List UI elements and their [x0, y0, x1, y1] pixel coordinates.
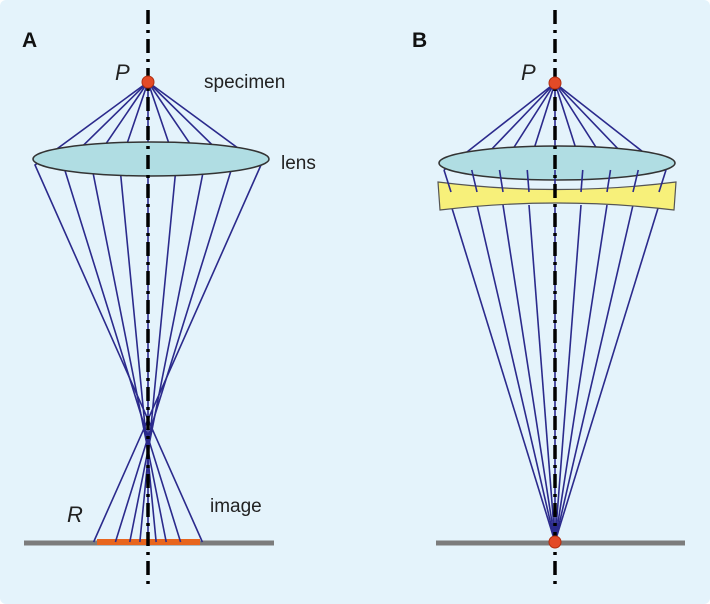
light-ray-b-converging [528, 204, 556, 543]
objective-lens-b [438, 145, 676, 181]
light-ray-b-gap [658, 169, 667, 193]
specimen-point-a [141, 75, 155, 89]
panel-label-b: B [412, 29, 427, 52]
panel-b: B P [412, 10, 685, 590]
light-ray-b-converging [554, 204, 634, 543]
light-ray-b-converging [450, 204, 556, 543]
light-ray-b-converging [554, 204, 608, 543]
panel-label-a: A [22, 29, 37, 52]
light-ray-b-converging [554, 204, 582, 543]
light-ray-b-gap [606, 169, 612, 193]
light-ray-b-converging [554, 204, 660, 543]
image-point-b [548, 535, 562, 549]
light-ray-b-gap [498, 169, 504, 193]
point-label-r: R [67, 502, 83, 527]
light-rays-b-gap [443, 169, 667, 193]
light-ray-b-gap [470, 169, 478, 193]
lens-label: lens [281, 153, 316, 174]
specimen-label: specimen [204, 72, 285, 93]
light-ray-b-gap [443, 169, 452, 193]
light-ray-b-gap [526, 169, 530, 193]
corrector-lens [437, 181, 677, 211]
panel-a: A P specimen lens image R [22, 10, 316, 590]
image-label: image [210, 496, 262, 517]
point-label-p-b: P [521, 60, 536, 85]
objective-lens-a [32, 141, 270, 177]
point-label-p-a: P [115, 60, 130, 85]
light-ray-b-gap [632, 169, 640, 193]
light-ray-b-gap [580, 169, 584, 193]
specimen-point-b [548, 76, 562, 90]
light-ray-b-converging [502, 204, 556, 543]
light-ray-b-converging [476, 204, 556, 543]
